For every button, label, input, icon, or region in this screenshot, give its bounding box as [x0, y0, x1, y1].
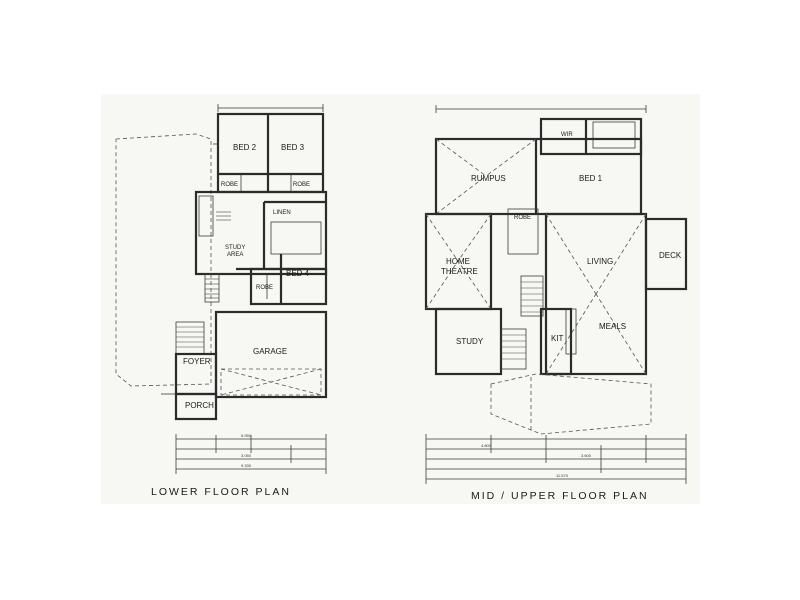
- ensuite-fixtures: [592, 121, 636, 149]
- bathroom-fixtures: [270, 221, 322, 255]
- room-label-study-upper: STUDY: [456, 337, 484, 346]
- porch-walls: [174, 392, 218, 421]
- middle-block-walls: [194, 190, 328, 276]
- room-label-bed4: BED 4: [286, 269, 310, 278]
- room-label-bed2: BED 2: [233, 143, 257, 152]
- plan-sheet: 5.950 3.050 9.330: [101, 94, 700, 504]
- mid-stairs: [520, 275, 544, 317]
- wir-ensuite-walls: [539, 117, 643, 156]
- bed-block-walls: [216, 112, 325, 194]
- garage-door-zone: [220, 368, 322, 396]
- lower-stairs-upper: [500, 328, 527, 370]
- upper-room-labels: WIR RUMPUS BED 1 ROBE HOME THEATRE LIVIN…: [441, 132, 682, 346]
- room-label-deck: DECK: [659, 251, 682, 260]
- upper-floor-plan: 4.800 3.600 11.570: [424, 105, 688, 484]
- deck-walls: [644, 217, 688, 291]
- upper-dimension-lines: 4.800 3.600 11.570: [425, 434, 687, 484]
- room-label-rumpus: RUMPUS: [471, 174, 506, 183]
- room-label-kit: KIT: [551, 334, 564, 343]
- room-label-porch: PORCH: [185, 401, 214, 410]
- room-label-foyer: FOYER: [183, 357, 211, 366]
- caption-upper-floor: MID / UPPER FLOOR PLAN: [471, 490, 649, 502]
- room-label-robe-upper: ROBE: [514, 215, 531, 221]
- room-label-robe-bed2: ROBE: [221, 182, 238, 188]
- lower-floor-plan: 5.950 3.050 9.330: [115, 104, 328, 474]
- room-label-theatre: THEATRE: [441, 267, 478, 276]
- lower-stairs: [204, 273, 220, 303]
- room-label-living: LIVING: [587, 257, 613, 266]
- room-label-robe-bed3: ROBE: [293, 182, 310, 188]
- room-label-meals: MEALS: [599, 322, 626, 331]
- bed4-walls: [249, 267, 328, 306]
- room-label-robe-bed4: ROBE: [256, 285, 273, 291]
- room-label-home: HOME: [446, 257, 470, 266]
- floor-plan-drawing: 5.950 3.050 9.330: [115, 104, 688, 502]
- living-meals-walls: [544, 212, 648, 376]
- room-label-bed1: BED 1: [579, 174, 603, 183]
- room-label-study: STUDY: [225, 245, 245, 251]
- caption-lower-floor: LOWER FLOOR PLAN: [151, 486, 291, 498]
- kitchen-island: [565, 308, 577, 355]
- svg-text:11.570: 11.570: [556, 473, 569, 478]
- bath-tub: [198, 195, 214, 237]
- upper-bath-fixtures: [507, 208, 539, 255]
- rumpus-bed1-walls: [434, 137, 643, 216]
- room-label-linen: LINEN: [273, 210, 291, 216]
- svg-text:9.330: 9.330: [241, 463, 252, 468]
- lower-room-labels: BED 2 BED 3 ROBE ROBE LINEN STUDY AREA B…: [183, 143, 310, 410]
- svg-text:3.050: 3.050: [241, 453, 252, 458]
- room-label-bed3: BED 3: [281, 143, 305, 152]
- room-label-study-area: AREA: [227, 252, 243, 258]
- svg-text:5.950: 5.950: [241, 433, 252, 438]
- kitchen-walls: [539, 307, 573, 376]
- svg-text:4.800: 4.800: [481, 443, 492, 448]
- lower-dimension-lines: 5.950 3.050 9.330: [175, 433, 327, 474]
- room-label-wir: WIR: [561, 132, 573, 138]
- lower-site-outline: [115, 133, 212, 387]
- roof-below-outline: [490, 373, 652, 435]
- svg-text:3.600: 3.600: [581, 453, 592, 458]
- room-label-garage: GARAGE: [253, 347, 287, 356]
